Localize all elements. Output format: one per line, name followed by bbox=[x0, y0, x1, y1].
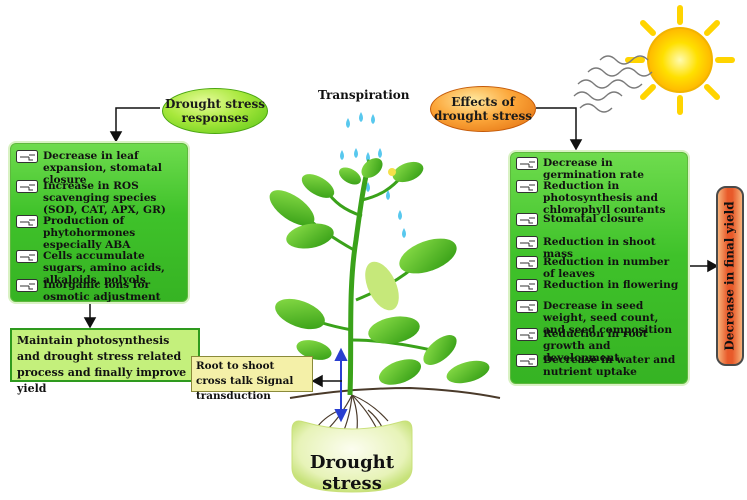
pointing-hand-icon bbox=[16, 150, 38, 163]
final-yield-label: Decrease in final yield bbox=[723, 201, 737, 351]
signal-box: Root to shoot cross talk Signal transduc… bbox=[191, 356, 313, 402]
response-item: Decrease in leaf expansion, stomatal clo… bbox=[16, 150, 182, 186]
pointing-hand-icon bbox=[516, 279, 538, 292]
plant-icon bbox=[269, 158, 490, 396]
pointing-hand-icon bbox=[516, 328, 538, 341]
pointing-hand-icon bbox=[516, 213, 538, 226]
effect-item: Reduction in flowering bbox=[516, 279, 682, 292]
effect-item: Decrease in germination rate bbox=[516, 157, 682, 181]
effects-title-pill: Effects of drought stress bbox=[430, 86, 536, 132]
drought-stress-label: Drought stress bbox=[309, 452, 395, 494]
response-item: Production of phytohormones especially A… bbox=[16, 215, 182, 251]
pointing-hand-icon bbox=[516, 300, 538, 313]
pointing-hand-icon bbox=[516, 236, 538, 249]
pointing-hand-icon bbox=[516, 256, 538, 269]
pointing-hand-icon bbox=[16, 215, 38, 228]
signal-arrow-icon bbox=[334, 347, 348, 423]
response-item: Increase in ROS scavenging species (SOD,… bbox=[16, 180, 182, 216]
effect-item: Decrease in seed weight, seed count, and… bbox=[516, 300, 682, 336]
effects-title: Effects of drought stress bbox=[433, 95, 533, 123]
connector-arrows bbox=[83, 107, 719, 388]
pointing-hand-icon bbox=[16, 250, 38, 263]
effects-panel: Decrease in germination rate Reduction i… bbox=[508, 150, 690, 386]
effect-item: Reduction in photosynthesis and chloroph… bbox=[516, 180, 682, 216]
pointing-hand-icon bbox=[516, 354, 538, 367]
effect-item: Reduction in shoot mass bbox=[516, 236, 682, 260]
final-yield-box: Decrease in final yield bbox=[716, 186, 744, 366]
effect-item: Reduction in root growth and development bbox=[516, 328, 682, 364]
responses-title: Drought stress responses bbox=[164, 97, 266, 125]
responses-title-pill: Drought stress responses bbox=[162, 88, 268, 134]
effect-item: Decrease in water and nutrient uptake bbox=[516, 354, 682, 378]
heat-waves-icon bbox=[573, 55, 653, 113]
drought-base-shape bbox=[291, 420, 413, 493]
responses-panel: Decrease in leaf expansion, stomatal clo… bbox=[8, 141, 190, 304]
sun-icon bbox=[625, 5, 735, 115]
outcome-box: Maintain photosynthesis and drought stre… bbox=[10, 328, 200, 395]
pointing-hand-icon bbox=[16, 180, 38, 193]
pointing-hand-icon bbox=[516, 180, 538, 193]
pointing-hand-icon bbox=[16, 279, 38, 292]
pointing-hand-icon bbox=[516, 157, 538, 170]
effect-item: Stomatal closure bbox=[516, 213, 682, 226]
effect-item: Reduction in number of leaves bbox=[516, 256, 682, 280]
response-item: Cells accumulate sugars, amino acids, al… bbox=[16, 250, 182, 286]
transpiration-label: Transpiration bbox=[318, 88, 410, 102]
response-item: Inorganic ions for osmotic adjustment bbox=[16, 279, 182, 303]
water-drops-icon bbox=[340, 112, 406, 238]
